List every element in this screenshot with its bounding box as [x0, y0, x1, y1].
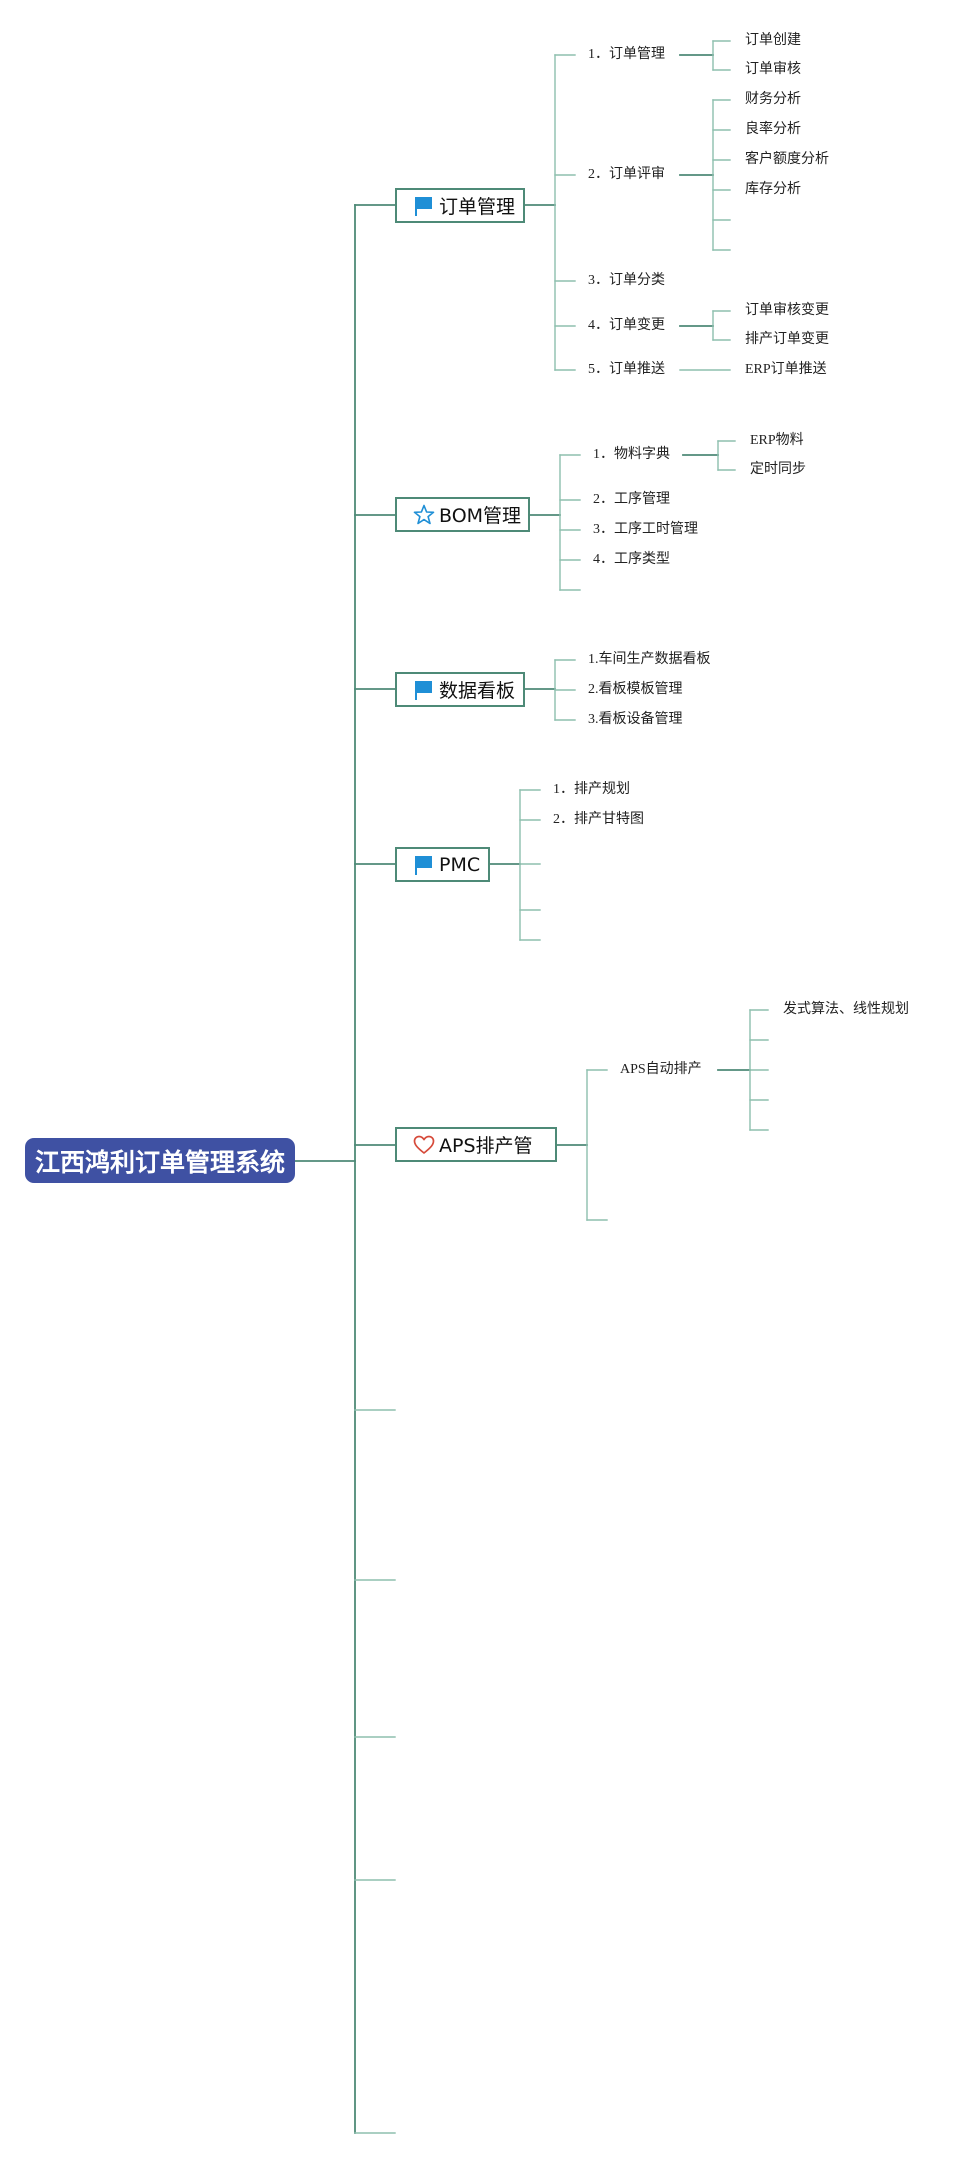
- flag-icon: [413, 679, 435, 701]
- node-scheduled-sync[interactable]: 定时同步: [750, 462, 806, 477]
- node-erp-material[interactable]: ERP物料: [750, 433, 804, 448]
- node-heuristic-algorithm[interactable]: 发式算法、线性规划: [783, 1002, 909, 1017]
- category-label: 订单管理: [439, 196, 516, 218]
- category-aps-scheduling[interactable]: APS排产管: [395, 1127, 557, 1162]
- node-schedule-change[interactable]: 排产订单变更: [745, 332, 829, 347]
- category-data-dashboard[interactable]: 数据看板: [395, 672, 525, 707]
- category-label: PMC: [439, 853, 481, 876]
- category-label: APS排产管: [439, 1135, 533, 1157]
- node-yield-analysis[interactable]: 良率分析: [745, 122, 801, 137]
- category-order-management[interactable]: 订单管理: [395, 188, 525, 223]
- node-order-create[interactable]: 订单创建: [745, 33, 801, 48]
- node-credit-analysis[interactable]: 客户额度分析: [745, 152, 829, 167]
- heart-icon: [413, 1134, 435, 1156]
- node-inventory-analysis[interactable]: 库存分析: [745, 182, 801, 197]
- node-order-audit[interactable]: 订单审核: [745, 62, 801, 77]
- category-bom-management[interactable]: BOM管理: [395, 497, 530, 532]
- flag-icon: [413, 195, 435, 217]
- node-process-hours[interactable]: 3．工序工时管理: [593, 522, 698, 537]
- category-label: 数据看板: [439, 680, 516, 702]
- node-material-dictionary[interactable]: 1．物料字典: [593, 447, 670, 462]
- node-aps-auto-scheduling[interactable]: APS自动排产: [620, 1062, 702, 1077]
- node-erp-order-push[interactable]: ERP订单推送: [745, 362, 827, 377]
- root-node[interactable]: 江西鸿利订单管理系统: [25, 1138, 295, 1183]
- root-label: 江西鸿利订单管理系统: [34, 1147, 285, 1177]
- flag-icon: [413, 854, 435, 876]
- node-order-change[interactable]: 4．订单变更: [588, 318, 665, 333]
- node-dashboard-template[interactable]: 2.看板模板管理: [588, 682, 683, 697]
- node-dashboard-device[interactable]: 3.看板设备管理: [588, 712, 683, 727]
- node-finance-analysis[interactable]: 财务分析: [745, 92, 801, 107]
- category-label: BOM管理: [439, 505, 522, 527]
- category-pmc[interactable]: PMC: [395, 847, 490, 882]
- node-order-management[interactable]: 1．订单管理: [588, 47, 665, 62]
- node-order-classification[interactable]: 3．订单分类: [588, 273, 665, 288]
- node-process-type[interactable]: 4．工序类型: [593, 552, 670, 567]
- star-icon: [413, 504, 435, 526]
- node-audit-change[interactable]: 订单审核变更: [745, 303, 829, 318]
- node-order-review[interactable]: 2．订单评审: [588, 167, 665, 182]
- node-schedule-planning[interactable]: 1．排产规划: [553, 782, 630, 797]
- node-gantt-chart[interactable]: 2．排产甘特图: [553, 812, 644, 827]
- node-workshop-dashboard[interactable]: 1.车间生产数据看板: [588, 652, 711, 667]
- node-process-management[interactable]: 2．工序管理: [593, 492, 670, 507]
- node-order-push[interactable]: 5．订单推送: [588, 362, 665, 377]
